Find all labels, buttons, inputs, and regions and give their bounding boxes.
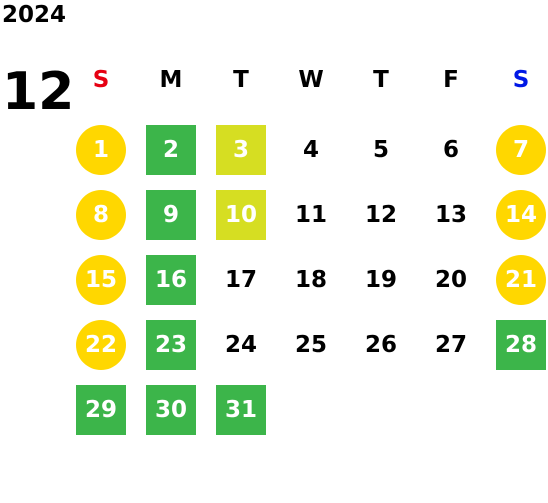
day-cell-24: 24 <box>206 320 276 385</box>
day-cell-5: 5 <box>346 125 416 190</box>
day-number: 14 <box>496 190 546 240</box>
day-cell-21: 21 <box>486 255 548 320</box>
day-cell-22: 22 <box>66 320 136 385</box>
day-cell-9: 9 <box>136 190 206 255</box>
day-number: 26 <box>364 332 397 358</box>
weekday-header-sat: S <box>512 67 530 93</box>
weekday-header-wed: W <box>298 67 324 93</box>
day-number: 31 <box>216 385 266 435</box>
day-number: 4 <box>302 137 319 163</box>
day-cell-10: 10 <box>206 190 276 255</box>
day-cell-17: 17 <box>206 255 276 320</box>
day-cell-19: 19 <box>346 255 416 320</box>
day-number: 16 <box>146 255 196 305</box>
day-number: 27 <box>434 332 467 358</box>
day-cell-13: 13 <box>416 190 486 255</box>
day-cell-26: 26 <box>346 320 416 385</box>
day-number: 21 <box>496 255 546 305</box>
day-cell-18: 18 <box>276 255 346 320</box>
day-number: 19 <box>364 267 397 293</box>
day-number: 24 <box>224 332 257 358</box>
day-number: 15 <box>76 255 126 305</box>
day-number: 22 <box>76 320 126 370</box>
day-cell-20: 20 <box>416 255 486 320</box>
day-cell-15: 15 <box>66 255 136 320</box>
day-cell-8: 8 <box>66 190 136 255</box>
day-number: 7 <box>496 125 546 175</box>
day-number: 1 <box>76 125 126 175</box>
day-number: 30 <box>146 385 196 435</box>
day-number: 25 <box>294 332 327 358</box>
day-cell-27: 27 <box>416 320 486 385</box>
day-number: 5 <box>372 137 389 163</box>
day-number: 13 <box>434 202 467 228</box>
month-label: 12 <box>2 62 75 122</box>
day-number: 18 <box>294 267 327 293</box>
day-cell-2: 2 <box>136 125 206 190</box>
day-cell-12: 12 <box>346 190 416 255</box>
day-cell-14: 14 <box>486 190 548 255</box>
day-number: 11 <box>294 202 327 228</box>
day-cell-30: 30 <box>136 385 206 450</box>
day-number: 3 <box>216 125 266 175</box>
year-label: 2024 <box>2 2 67 28</box>
day-number: 6 <box>442 137 459 163</box>
day-cell-6: 6 <box>416 125 486 190</box>
day-number: 20 <box>434 267 467 293</box>
day-cell-11: 11 <box>276 190 346 255</box>
day-number: 8 <box>76 190 126 240</box>
day-cell-1: 1 <box>66 125 136 190</box>
day-number: 2 <box>146 125 196 175</box>
weekday-header-sun: S <box>92 67 110 93</box>
day-cell-3: 3 <box>206 125 276 190</box>
day-number: 17 <box>224 267 257 293</box>
day-number: 28 <box>496 320 546 370</box>
day-cell-31: 31 <box>206 385 276 450</box>
day-number: 10 <box>216 190 266 240</box>
day-cell-7: 7 <box>486 125 548 190</box>
day-cell-4: 4 <box>276 125 346 190</box>
day-number: 9 <box>146 190 196 240</box>
day-number: 12 <box>364 202 397 228</box>
weekday-header-tue: T <box>233 67 249 93</box>
weekday-header-fri: F <box>443 67 459 93</box>
weekday-header-mon: M <box>159 67 183 93</box>
day-cell-25: 25 <box>276 320 346 385</box>
day-cell-28: 28 <box>486 320 548 385</box>
day-number: 29 <box>76 385 126 435</box>
day-cell-29: 29 <box>66 385 136 450</box>
day-cell-16: 16 <box>136 255 206 320</box>
day-number: 23 <box>146 320 196 370</box>
weekday-header-thu: T <box>373 67 389 93</box>
day-cell-23: 23 <box>136 320 206 385</box>
